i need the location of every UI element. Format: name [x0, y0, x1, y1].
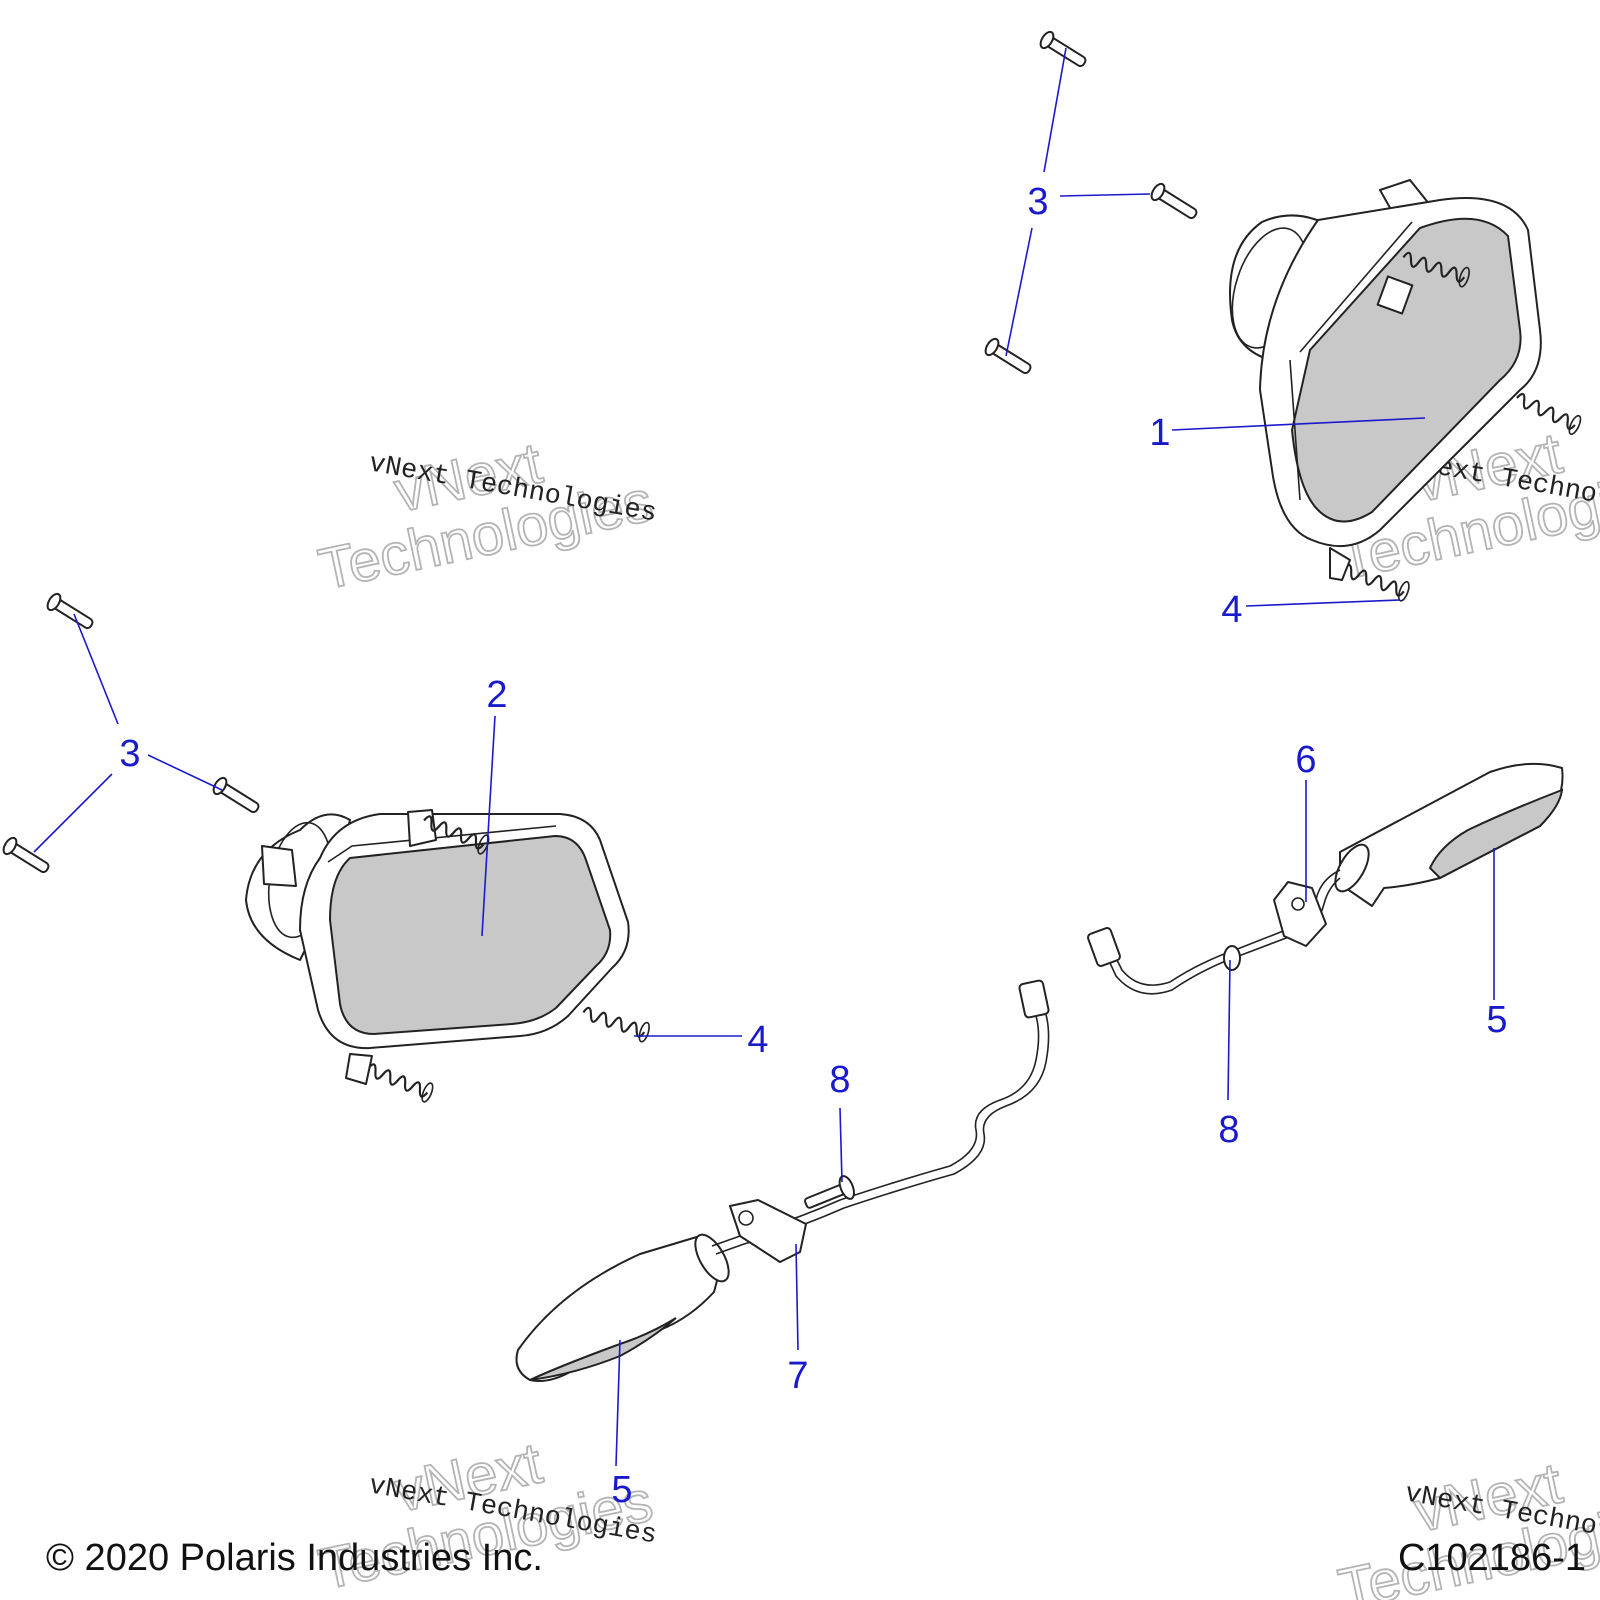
callouts: 3 1 4 3 2 4 6 5 8 8 7 5: [119, 181, 1507, 1511]
turn-signal-left-connector: [1018, 979, 1050, 1019]
screw-icon: [46, 592, 94, 630]
callout-screw-left: 3: [119, 733, 140, 775]
screws-top: [984, 30, 1198, 375]
callout-bracket-left: 7: [787, 1355, 808, 1397]
turn-signal-left-lens: [529, 1317, 677, 1381]
headlight-left-lens: [328, 834, 612, 1036]
turn-signal-left-assembly: [515, 979, 1050, 1382]
screws-left: [2, 592, 260, 874]
callout-turn-signal-right: 5: [1486, 999, 1507, 1041]
headlight-left-clip: [407, 809, 437, 847]
screw-icon: [984, 337, 1032, 375]
callout-headlight-left: 2: [486, 674, 507, 716]
grommet-right: [1223, 945, 1241, 971]
bracket-left: [729, 1199, 807, 1263]
turn-signal-right-lens: [1428, 788, 1564, 880]
callout-headlight-right: 1: [1149, 412, 1170, 454]
screw-icon: [212, 776, 260, 814]
bracket-right: [1273, 881, 1327, 947]
drawing-number: C102186-1: [1397, 1537, 1586, 1579]
callout-bolt-left: 8: [829, 1059, 850, 1101]
turn-signal-right-assembly: [1087, 762, 1564, 995]
headlight-right-assembly: [1229, 179, 1584, 604]
headlight-right-clip: [1376, 275, 1414, 315]
callout-screw-top: 3: [1027, 181, 1048, 223]
turn-signal-right-connector: [1087, 927, 1121, 967]
headlight-right-lens: [1290, 217, 1522, 523]
headlight-left-assembly: [245, 809, 653, 1105]
callout-bracket-right: 6: [1295, 739, 1316, 781]
turn-signal-right-body: [1339, 762, 1564, 907]
bolt-icon: [804, 1175, 855, 1209]
leader-lines: [33, 47, 1495, 1467]
headlight-left-tab: [261, 845, 297, 887]
callout-spring-left: 4: [747, 1019, 768, 1061]
callout-spring-top: 4: [1221, 589, 1242, 631]
callout-bolt-right: 8: [1218, 1109, 1239, 1151]
screw-icon: [1150, 182, 1198, 220]
callout-turn-signal-left: 5: [611, 1469, 632, 1511]
screw-icon: [2, 836, 50, 874]
copyright-notice: © 2020 Polaris Industries Inc.: [46, 1537, 543, 1579]
